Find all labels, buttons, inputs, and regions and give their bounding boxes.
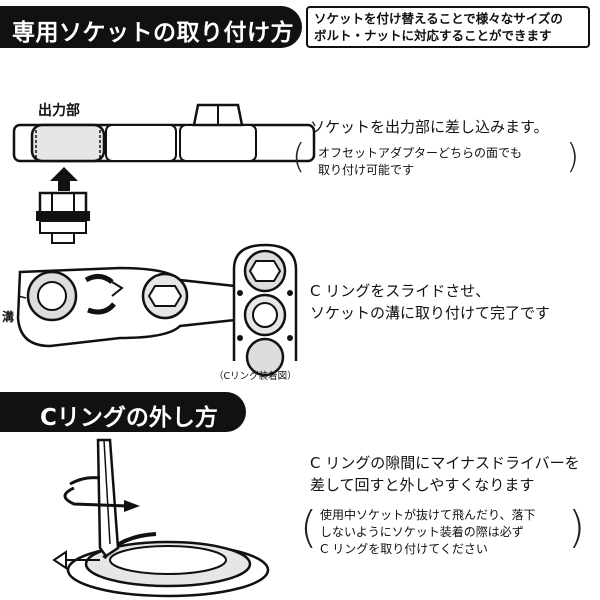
removal-title: Cリングの外し方	[40, 405, 218, 431]
step2-line2: ソケットの溝に取り付けて完了です	[310, 304, 551, 322]
step1-note-line2: 取り付け可能です	[318, 163, 415, 177]
removal-note-bracket-left: (	[300, 502, 318, 553]
removal-note-line3: C リングを取り付けてください	[320, 542, 488, 556]
c-ring-installed-illustration	[232, 243, 298, 377]
groove-label: 溝	[2, 310, 15, 324]
header-description-box: ソケットを付け替えることで様々なサイズの ボルト・ナットに対応することができます	[306, 6, 590, 48]
header-desc-line2: ボルト・ナットに対応することができます	[314, 28, 552, 43]
c-ring-slide-illustration	[16, 266, 237, 348]
section-title: 専用ソケットの取り付け方	[12, 20, 294, 46]
header-desc-line1: ソケットを付け替えることで様々なサイズの	[314, 11, 563, 26]
wrench-bar-illustration	[12, 103, 316, 244]
removal-title-bar: Cリングの外し方	[0, 392, 246, 432]
screwdriver-removal-illustration	[52, 438, 270, 598]
removal-note-line1: 使用中ソケットが抜けて飛んだり、落下	[320, 508, 536, 522]
note-bracket-right: )	[566, 137, 580, 177]
step1-text: ソケットを出力部に差し込みます。	[310, 118, 549, 136]
section-title-bar: 専用ソケットの取り付け方	[0, 6, 302, 48]
removal-note-line2: しないようにソケット装着の際は必ず	[320, 525, 524, 539]
step1-note-line1: オフセットアダプターどちらの面でも	[318, 146, 523, 160]
removal-note-bracket-right: )	[568, 502, 586, 553]
removal-line2: 差して回すと外しやすくなります	[310, 476, 535, 494]
output-label: 出力部	[38, 103, 80, 119]
c-ring-caption: （Cリング装着図）	[214, 371, 297, 382]
step2-line1: C リングをスライドさせ、	[310, 282, 491, 300]
note-bracket-left: (	[292, 137, 306, 177]
removal-line1: C リングの隙間にマイナスドライバーを	[310, 454, 580, 472]
